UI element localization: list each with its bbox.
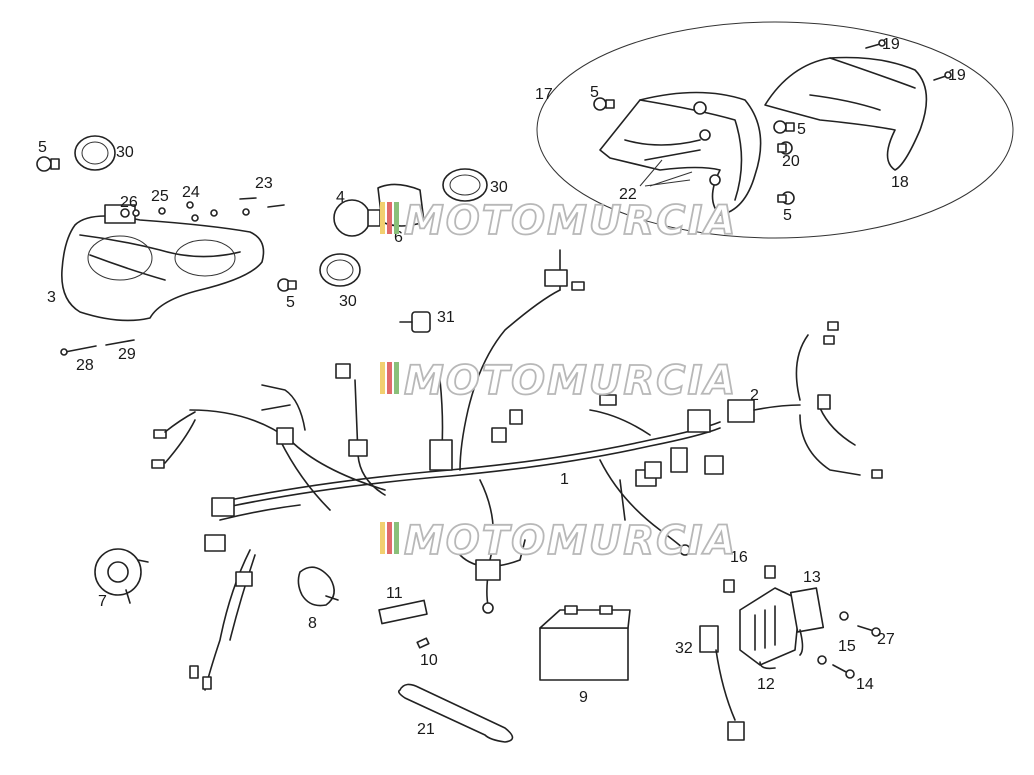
callout-17: 17 xyxy=(535,86,553,103)
screw-23 xyxy=(239,197,285,208)
fuse-holder-11 xyxy=(378,599,428,625)
callout-24: 24 xyxy=(182,184,200,201)
main-wiring-harness xyxy=(151,249,724,691)
callout-30-lower: 30 xyxy=(339,293,357,310)
callout-13: 13 xyxy=(803,569,821,586)
horn-7 xyxy=(94,548,149,604)
callout-7: 7 xyxy=(98,593,107,610)
starter-relay-32 xyxy=(699,625,745,741)
callout-31: 31 xyxy=(437,309,455,326)
callout-11: 11 xyxy=(386,585,403,602)
callout-5-headlight: 5 xyxy=(38,139,47,156)
nut-26 xyxy=(132,208,250,217)
callout-19-top: 19 xyxy=(882,36,900,53)
watermark-bottom: MOTOMURCIA xyxy=(380,517,737,565)
watermark-middle: MOTOMURCIA xyxy=(380,357,737,405)
callout-19-right: 19 xyxy=(948,67,966,84)
callout-6: 6 xyxy=(394,229,403,246)
screw-29 xyxy=(105,339,135,346)
callout-8: 8 xyxy=(308,615,317,632)
callout-29: 29 xyxy=(118,346,136,363)
screw-19-top xyxy=(865,39,886,49)
callout-15: 15 xyxy=(838,638,856,655)
callout-1: 1 xyxy=(560,471,569,488)
rear-light-cover-right xyxy=(764,56,928,171)
callout-5-ellipse-right: 5 xyxy=(797,121,806,138)
rear-light-detail-ellipse xyxy=(536,21,1014,239)
callout-26: 26 xyxy=(120,194,138,211)
screw-28 xyxy=(60,345,97,356)
bulb-5-lower xyxy=(277,278,297,292)
regulator-12 xyxy=(739,587,801,670)
watermark-text-bottom: MOTOMURCIA xyxy=(404,518,737,564)
rubber-cap-30-left xyxy=(74,135,116,171)
watermark-text-middle: MOTOMURCIA xyxy=(404,358,737,404)
callout-28: 28 xyxy=(76,357,94,374)
callout-25: 25 xyxy=(151,188,169,205)
callout-2: 2 xyxy=(750,387,759,404)
screw-14 xyxy=(832,664,855,679)
callout-9: 9 xyxy=(579,689,588,706)
fuse-10 xyxy=(416,637,430,649)
switch-31 xyxy=(399,311,431,333)
washer-15 xyxy=(817,611,849,665)
callout-12: 12 xyxy=(757,676,775,693)
relay-13 xyxy=(789,587,825,656)
callout-30-top: 30 xyxy=(490,179,508,196)
washer-24 xyxy=(186,201,199,222)
bulb-5-ellipse-left xyxy=(593,97,615,111)
headlight-unit xyxy=(61,204,265,322)
callout-27: 27 xyxy=(877,631,895,648)
callout-32: 32 xyxy=(675,640,693,657)
callout-20: 20 xyxy=(782,153,800,170)
callout-22: 22 xyxy=(619,186,637,203)
callout-4: 4 xyxy=(336,189,345,206)
callout-5-lower: 5 xyxy=(286,294,295,311)
washer-25 xyxy=(158,207,218,217)
bulb-20 xyxy=(777,141,793,155)
callout-5-ellipse-left: 5 xyxy=(590,84,599,101)
battery-9 xyxy=(539,605,631,681)
callout-18: 18 xyxy=(891,174,909,191)
callout-labels: 1 2 3 4 5 5 5 5 5 6 7 8 9 10 11 12 13 14… xyxy=(38,36,966,738)
callout-3: 3 xyxy=(47,289,56,306)
callout-23: 23 xyxy=(255,175,273,192)
bulb-5-ellipse-bottom xyxy=(777,191,795,205)
battery-strap-21 xyxy=(398,683,514,743)
bulb-5-ellipse-right xyxy=(773,120,795,134)
bulb-4 xyxy=(333,199,381,237)
screw-19-right xyxy=(933,71,952,81)
callout-30-left: 30 xyxy=(116,144,134,161)
watermark-top: MOTOMURCIA xyxy=(380,197,737,245)
screw-27 xyxy=(857,625,881,637)
callout-10: 10 xyxy=(420,652,438,669)
callout-14: 14 xyxy=(856,676,874,693)
callout-21: 21 xyxy=(417,721,435,738)
bracket-16 xyxy=(723,565,776,593)
secondary-wiring-harness xyxy=(727,321,883,479)
rubber-cap-30-lower xyxy=(319,253,361,287)
rear-light-housing-left xyxy=(599,91,762,216)
bulb-5-headlight xyxy=(36,156,60,172)
callout-16: 16 xyxy=(730,549,748,566)
callout-5-ellipse-bottom: 5 xyxy=(783,207,792,224)
clamp-8 xyxy=(297,566,339,607)
watermark-text-top: MOTOMURCIA xyxy=(404,198,737,244)
rubber-cap-30-top xyxy=(442,168,488,202)
